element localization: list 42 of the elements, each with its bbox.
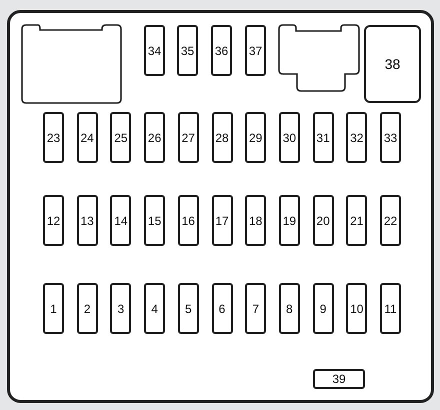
fuse-box: 1 [43,283,64,334]
fuse-box: 10 [346,283,368,334]
fuse-box: 5 [178,283,199,334]
fuse-panel-outline [7,10,434,403]
fuse-box: 37 [245,25,266,76]
fuse-box: 39 [313,369,365,389]
connector-socket [279,25,359,91]
fuse-box: 28 [212,112,232,163]
relay-socket [22,25,121,103]
fuse-box: 27 [178,112,199,163]
fuse-box: 30 [278,112,300,163]
relay-box: 38 [364,25,421,103]
fuse-box: 19 [278,195,300,246]
fuse-box: 12 [43,195,64,246]
fuse-box: 25 [110,112,132,163]
fuse-box: 36 [211,25,232,76]
fuse-box: 35 [177,25,198,76]
fuse-box: 32 [346,112,368,163]
fuse-box: 29 [245,112,266,163]
fuse-box: 26 [144,112,166,163]
fuse-box: 15 [144,195,166,246]
fuse-box: 23 [43,112,64,163]
fuse-box: 22 [380,195,401,246]
fuse-box: 11 [380,283,401,334]
fuse-box: 17 [212,195,232,246]
fuse-box: 24 [76,112,98,163]
fuse-box: 31 [312,112,334,163]
fuse-box: 14 [110,195,132,246]
fuse-box: 13 [76,195,98,246]
fuse-box: 2 [76,283,98,334]
fuse-box: 21 [346,195,368,246]
fuse-box: 6 [212,283,232,334]
fuse-box: 16 [178,195,199,246]
fuse-box: 7 [245,283,266,334]
fuse-box: 34 [144,25,165,76]
fuse-box: 20 [312,195,334,246]
fuse-box: 18 [245,195,266,246]
fuse-box: 3 [110,283,132,334]
fuse-box: 33 [380,112,401,163]
fuse-box: 8 [278,283,300,334]
fuse-box: 4 [144,283,166,334]
fuse-box: 9 [312,283,334,334]
